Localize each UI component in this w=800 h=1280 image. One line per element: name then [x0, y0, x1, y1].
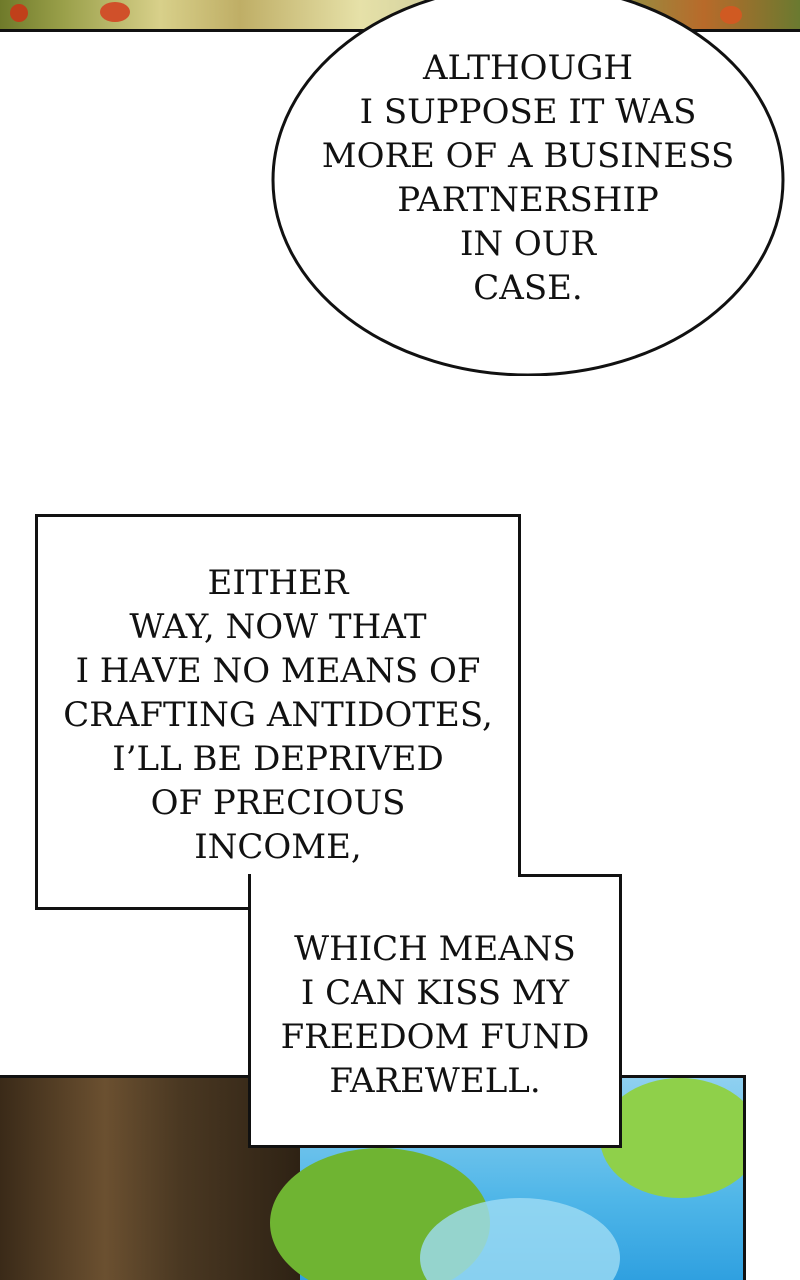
narration-line: INCOME,: [194, 827, 362, 867]
narration-line: WAY, NOW THAT: [129, 607, 427, 647]
narration-box-2: WHICH MEANS I CAN KISS MY FREEDOM FUND F…: [248, 874, 622, 1148]
narration-box-1: EITHER WAY, NOW THAT I HAVE NO MEANS OF …: [35, 514, 521, 910]
narration-box-join: [251, 874, 518, 914]
narration-line: CRAFTING ANTIDOTES,: [63, 695, 493, 735]
flower-decoration: [720, 6, 742, 24]
speech-line: I SUPPOSE IT WAS: [359, 92, 697, 132]
speech-bubble-outline: [271, 0, 785, 376]
speech-line: IN OUR: [459, 224, 597, 264]
speech-line: MORE OF A BUSINESS: [321, 136, 735, 176]
narration-line: FAREWELL.: [329, 1061, 541, 1101]
narration-line: FREEDOM FUND: [280, 1017, 590, 1057]
narration-text-1: EITHER WAY, NOW THAT I HAVE NO MEANS OF …: [38, 561, 518, 869]
speech-line: ALTHOUGH: [422, 48, 634, 88]
narration-line: OF PRECIOUS: [150, 783, 406, 823]
speech-bubble: ALTHOUGH I SUPPOSE IT WAS MORE OF A BUSI…: [270, 0, 786, 376]
speech-line: CASE.: [473, 268, 583, 308]
foliage-cluster: [600, 1078, 743, 1198]
speech-line: PARTNERSHIP: [397, 180, 659, 220]
speech-bubble-text: ALTHOUGH I SUPPOSE IT WAS MORE OF A BUSI…: [270, 46, 786, 310]
narration-line: I HAVE NO MEANS OF: [75, 651, 481, 691]
narration-line: EITHER: [207, 563, 349, 603]
narration-line: I CAN KISS MY: [300, 973, 570, 1013]
flower-decoration: [10, 4, 28, 22]
narration-text-2: WHICH MEANS I CAN KISS MY FREEDOM FUND F…: [251, 927, 619, 1103]
flower-decoration: [100, 2, 130, 22]
narration-line: WHICH MEANS: [294, 929, 576, 969]
narration-line: I’LL BE DEPRIVED: [112, 739, 444, 779]
